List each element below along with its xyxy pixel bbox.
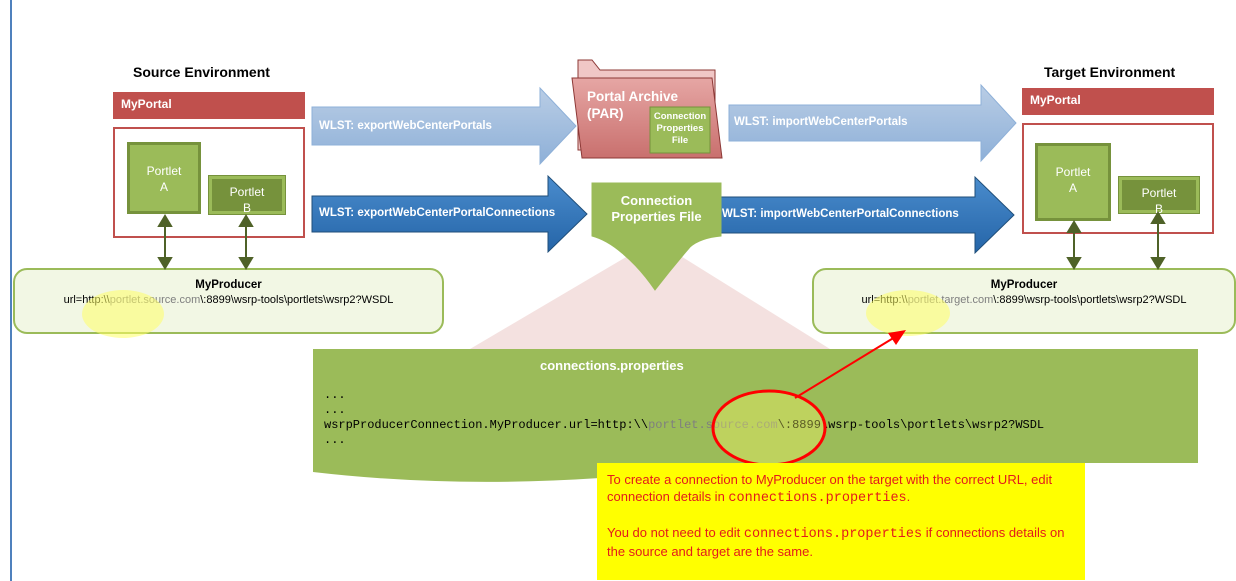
target-environment-title: Target Environment [1044,64,1176,80]
connection-file-line2: Properties File [611,209,702,224]
target-portlet-b: Portlet B [1118,176,1200,216]
properties-line-1: ... [324,388,346,402]
archive-title-text: Portal Archive [587,89,679,104]
portlet-a-letter: A [159,180,168,194]
connection-file-shape [591,182,722,291]
note-p2-code: connections.properties [743,527,923,542]
source-environment-title: Source Environment [133,64,270,80]
line3-suffix: \:8899\wsrp-tools\portlets\wsrp2?WSDL [777,418,1045,432]
import-connections-arrow [715,175,1015,255]
archive-inner-file-label: Connection Properties File [650,111,710,147]
export-connections-label: WLST: exportWebCenterPortalConnections [319,207,556,219]
target-portal-header: MyPortal [1022,88,1214,115]
producer-name: MyProducer [195,279,262,291]
portlet-b-letter: B [242,201,251,215]
properties-content: ... ... wsrpProducerConnection.MyProduce… [324,388,1044,448]
import-portals-label: WLST: importWebCenterPortals [734,116,908,128]
note-paragraph-2: You do not need to edit connections.prop… [607,524,1075,560]
portlet-a-letter: A [1068,181,1077,195]
instruction-note: To create a connection to MyProducer on … [597,463,1085,580]
portlet-b-label: Portlet [1141,186,1177,200]
portal-archive-title: Portal Archive (PAR) [587,88,678,122]
note-paragraph-1: To create a connection to MyProducer on … [607,471,1075,507]
host-change-arrow [794,336,896,399]
target-portlet-a: Portlet A [1035,143,1111,221]
import-portals-arrow [728,83,1017,163]
source-host-ellipse [711,389,827,467]
host-change-arrowhead [888,330,906,345]
export-portals-label: WLST: exportWebCenterPortals [319,120,492,132]
connection-file-label: Connection Properties File [592,193,721,225]
note-p2-end: if connections details on the source and… [607,525,1065,559]
portal-archive-folder [571,59,723,159]
properties-line-2: ... [324,403,346,417]
export-portals-arrow [311,86,577,166]
target-portlets-frame [1022,123,1214,234]
producer-name: MyProducer [990,279,1058,291]
source-portlets-frame [113,127,305,238]
target-host-highlight [866,290,950,336]
url-suffix: \:8899\wsrp-tools\portlets\wsrp2?WSDL [200,294,394,306]
inner-file-line2: Properties [656,123,704,134]
inner-file-line1: Connection [653,111,707,122]
properties-line-3: wsrpProducerConnection.MyProducer.url=ht… [324,418,1044,433]
source-host-highlight [82,290,164,338]
connection-file-line1: Connection [620,193,693,208]
note-p1-text: To create a connection to MyProducer on … [607,472,1053,504]
line3-prefix: wsrpProducerConnection.MyProducer.url=ht… [324,418,649,432]
url-suffix: \:8899\wsrp-tools\portlets\wsrp2?WSDL [993,294,1187,306]
archive-subtitle-text: (PAR) [587,106,624,121]
source-portal-header: MyPortal [113,92,305,119]
portlet-b-letter: B [1154,202,1163,216]
note-p1-code: connections.properties [728,491,907,506]
source-portlet-a: Portlet A [127,142,201,214]
portlet-a-label: Portlet [1055,165,1091,179]
source-portlet-b: Portlet B [208,175,286,215]
inner-file-line3: File [671,135,689,146]
left-border-line [10,0,12,581]
properties-line-4: ... [324,433,346,447]
import-connections-label: WLST: importWebCenterPortalConnections [722,208,959,220]
note-p1-end: . [906,489,911,504]
portlet-b-label: Portlet [229,185,265,199]
properties-panel-title: connections.properties [540,358,684,373]
export-connections-arrow [311,174,588,254]
portlet-a-label: Portlet [146,164,182,178]
note-p2-text: You do not need to edit [607,525,744,540]
